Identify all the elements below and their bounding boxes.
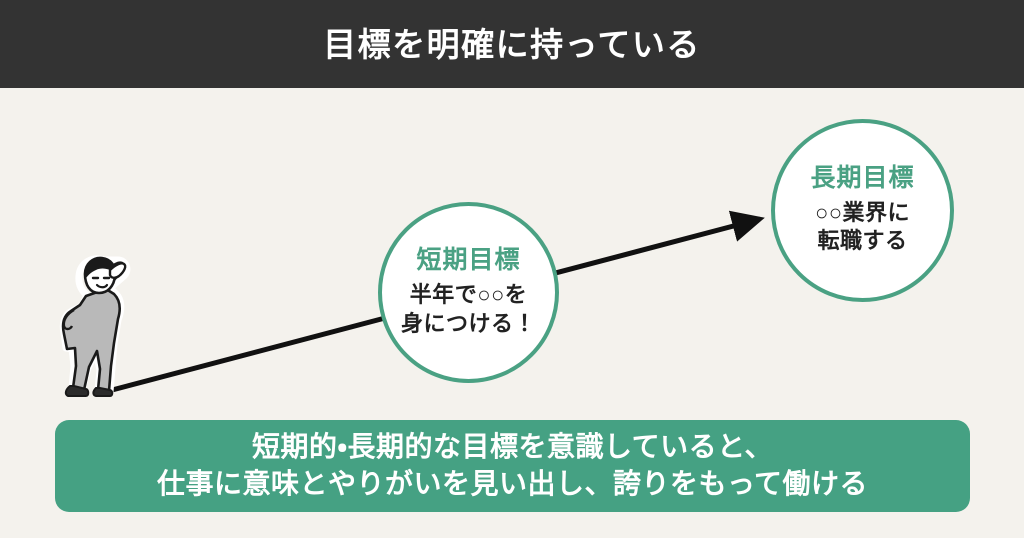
long-term-goal-body: ○○業界に 転職する [814,199,911,254]
person-mouth [95,283,109,289]
diagram-canvas: 短期目標 半年で○○を 身につける！ 長期目標 ○○業界に 転職する 短期的・長… [0,88,1024,538]
person-hair [84,257,117,280]
short-term-goal-body: 半年で○○を 身につける！ [400,282,536,336]
person-shoe [64,385,90,397]
long-term-goal-circle[interactable]: 長期目標 ○○業界に 転職する [771,119,954,302]
summary-banner: 短期的・長期的な目標を意識していると、 仕事に意味とやりがいを見い出し、誇りをも… [55,420,970,512]
person-shoe-2 [92,387,114,397]
short-term-goal-circle[interactable]: 短期目標 半年で○○を 身につける！ [378,202,559,383]
page-title: 目標を明確に持っている [323,25,701,63]
person-back-arm [62,308,75,331]
person-illustration-icon [59,255,131,397]
header-bar: 目標を明確に持っている [0,0,1024,88]
person-hand [108,262,127,279]
long-term-goal-heading: 長期目標 [810,164,915,193]
summary-banner-text: 短期的・長期的な目標を意識していると、 仕事に意味とやりがいを見い出し、誇りをも… [156,431,869,499]
short-term-goal-heading: 短期目標 [416,245,521,274]
